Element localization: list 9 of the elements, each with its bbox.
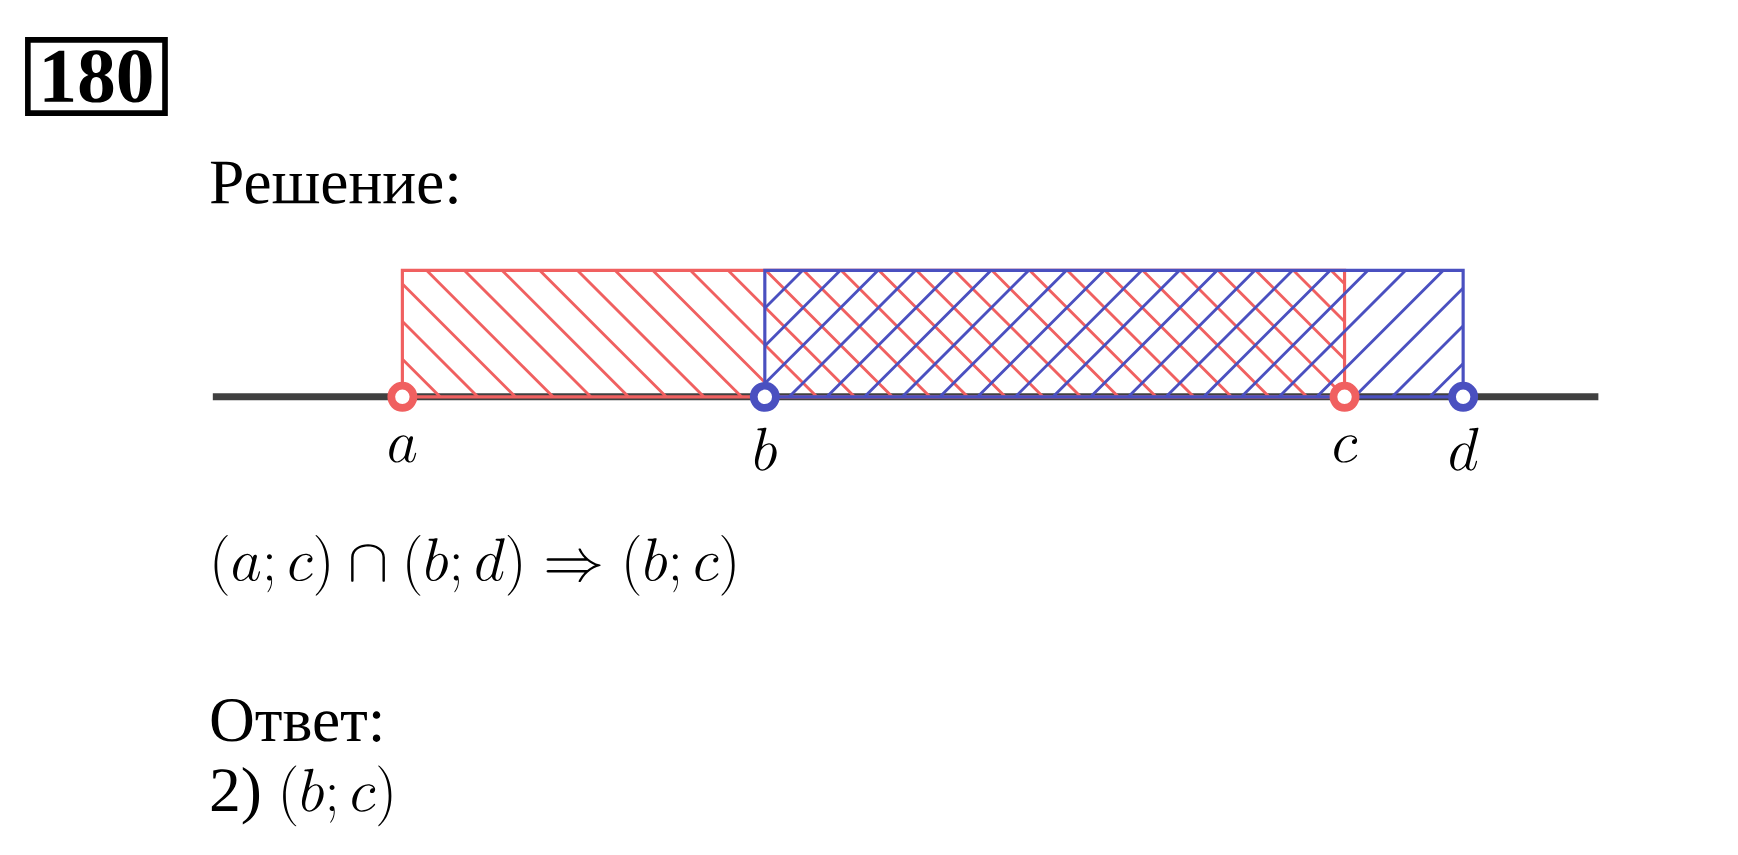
point-label: $a$ <box>389 435 417 463</box>
heading-text: Решение: <box>210 161 457 205</box>
answer-text: 2) $(b; c)$ <box>211 765 392 827</box>
problem-number: 180 <box>25 37 168 117</box>
formula: $(a; c) \cap (b; d) \Rightarrow (b; c)$ <box>214 535 735 596</box>
answer-heading: Ответ: <box>211 699 381 743</box>
point-label: $c$ <box>1334 435 1358 463</box>
point-label: $d$ <box>1450 428 1479 471</box>
point-label: $b$ <box>754 428 777 471</box>
